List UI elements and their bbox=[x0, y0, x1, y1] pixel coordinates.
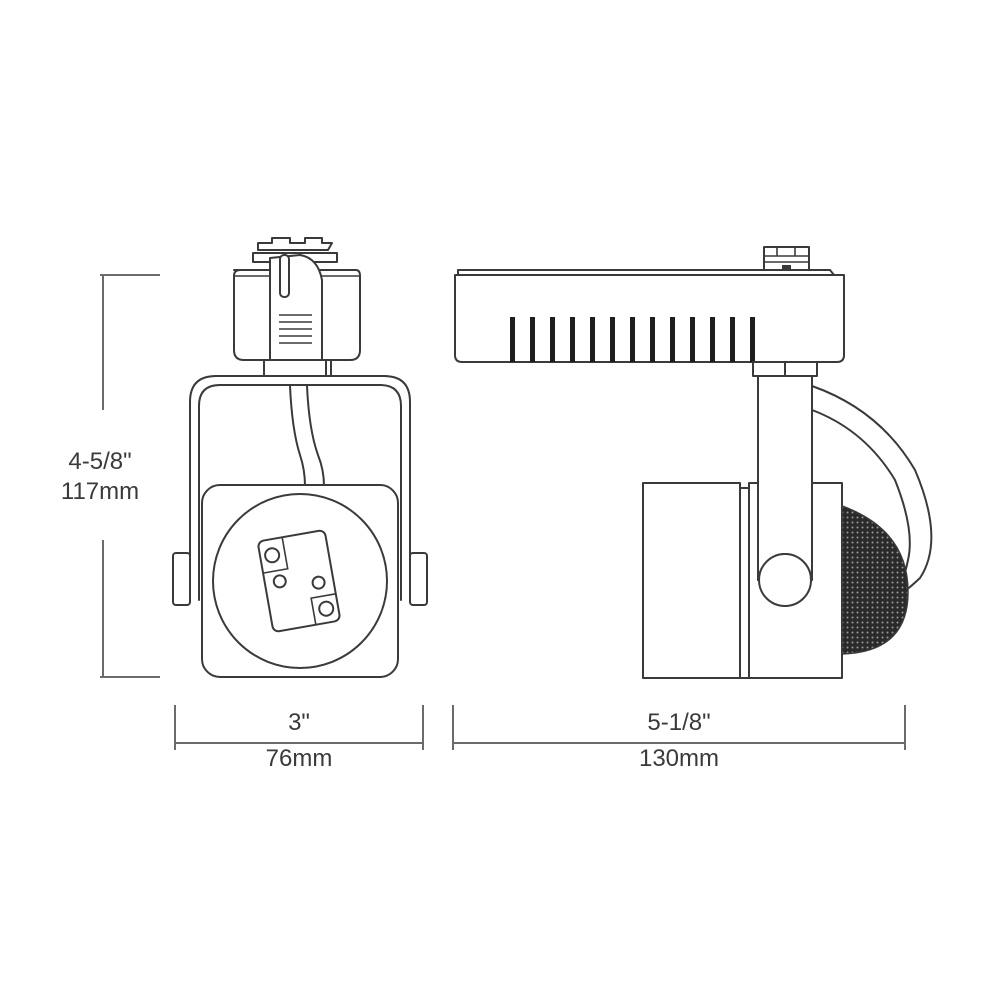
heatsink-slots bbox=[510, 317, 755, 362]
track-adapter-front bbox=[233, 237, 361, 377]
width-metric: 76mm bbox=[265, 745, 333, 772]
track-adapter-side bbox=[763, 246, 810, 272]
length-dimension-line bbox=[452, 705, 906, 750]
lens-mesh bbox=[841, 504, 909, 655]
height-metric: 117mm bbox=[60, 478, 140, 505]
width-dimension-line bbox=[174, 705, 424, 750]
yoke-front bbox=[189, 375, 411, 601]
height-dimension-line bbox=[100, 274, 160, 678]
cord-side bbox=[811, 385, 933, 592]
grip-lines bbox=[279, 314, 312, 344]
socket-plate bbox=[257, 529, 341, 633]
height-imperial: 4-5/8" bbox=[68, 448, 132, 475]
lamp-head-front bbox=[172, 484, 428, 678]
height-label: 4-5/8" 117mm bbox=[30, 447, 170, 507]
length-metric: 130mm bbox=[638, 745, 720, 772]
heatsink-housing bbox=[454, 269, 845, 377]
length-imperial: 5-1/8" bbox=[647, 709, 711, 736]
front-view bbox=[172, 237, 428, 678]
side-view bbox=[454, 246, 933, 679]
lamp-head-side bbox=[642, 375, 909, 679]
width-imperial: 3" bbox=[288, 709, 310, 736]
